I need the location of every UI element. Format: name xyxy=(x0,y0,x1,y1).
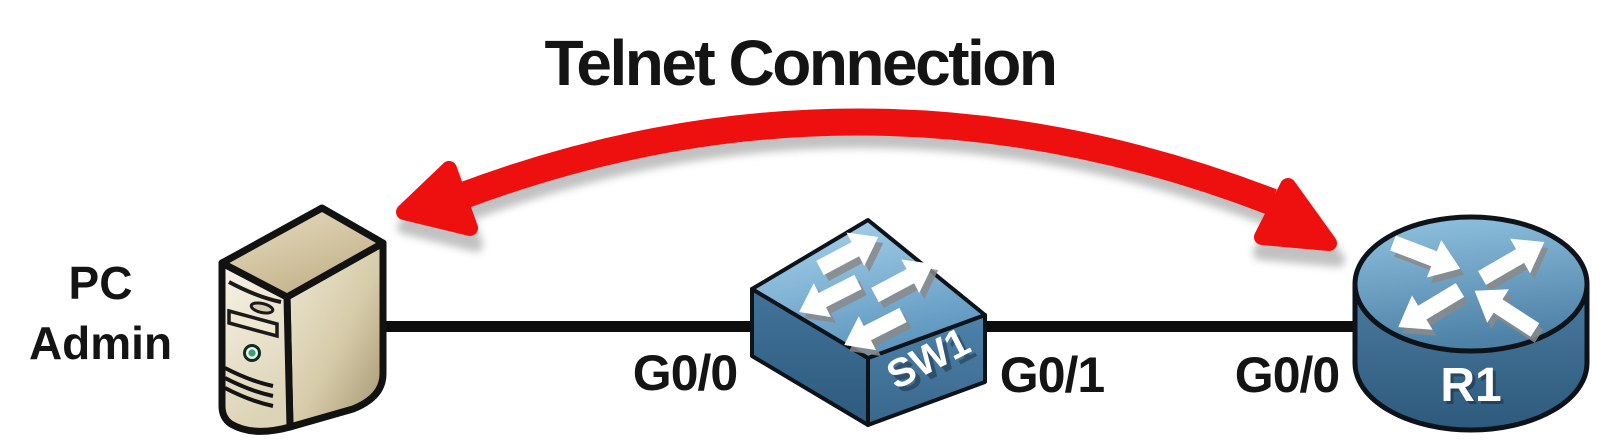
floppy-slot xyxy=(227,308,279,339)
pc-front-details xyxy=(224,280,282,408)
interface-label-switch-g00: G0/0 xyxy=(632,345,738,401)
arrowhead-left xyxy=(396,161,478,236)
router-label: R1 xyxy=(1440,359,1501,412)
arrow-shadow xyxy=(397,122,1345,267)
cd-drive-slot xyxy=(228,280,282,304)
diagram-title: Telnet Connection xyxy=(544,27,1058,99)
pc-label-line2: Admin xyxy=(28,317,173,369)
router-label-shadow: R1 xyxy=(1443,362,1504,415)
arrow-main xyxy=(396,108,1337,251)
interface-label-switch-g01: G0/1 xyxy=(999,347,1105,403)
drive-eject-button xyxy=(249,301,275,315)
router-icon: R1 R1 xyxy=(1352,214,1590,433)
interface-label-router-g00: G0/0 xyxy=(1234,347,1340,403)
power-led-center xyxy=(248,349,256,357)
arrowhead-right xyxy=(1254,178,1337,251)
vent-lines xyxy=(224,366,274,408)
pc-label: PC Admin xyxy=(8,253,193,373)
switch-body xyxy=(750,218,987,427)
switch-icon: SW1 SW1 xyxy=(750,218,987,427)
cable-pc-to-switch xyxy=(378,321,762,332)
pc-tower-icon xyxy=(218,204,387,435)
arrow-arc xyxy=(457,108,1277,215)
cable-switch-to-router xyxy=(978,321,1368,332)
pc-label-line1: PC xyxy=(68,257,133,309)
